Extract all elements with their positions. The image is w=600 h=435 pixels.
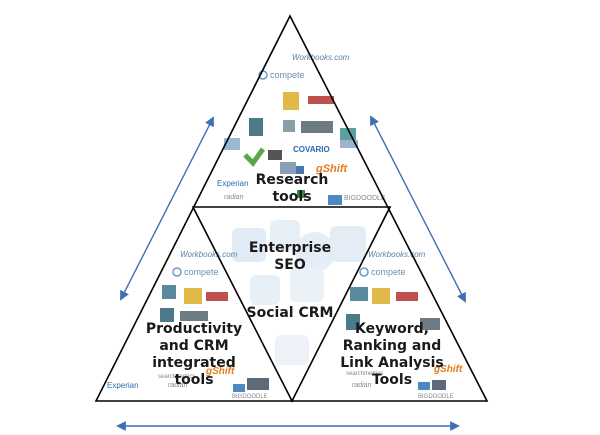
productivity-label-line4: tools (174, 372, 213, 388)
logo-searchmetrics-right: searchmetrics (346, 371, 383, 377)
inner-inverted-triangle (191, 206, 392, 403)
keyword-label-line1: Keyword, (355, 321, 429, 337)
top-logo-collage: Workbooks.com compete COVARIO gShift Exp… (217, 53, 386, 205)
faint-background-icons (232, 220, 366, 365)
enterprise-label-line1: Enterprise (249, 240, 331, 256)
productivity-label-line2: and CRM (159, 338, 228, 354)
logo-radian-right: radian (352, 382, 372, 389)
logo-workbooks-top: Workbooks.com (292, 53, 350, 62)
logo-compete-top: compete (270, 70, 305, 80)
logo-radian-top: radian (224, 194, 244, 201)
right-double-arrow (370, 115, 466, 303)
research-label-line1: Research (256, 172, 329, 188)
social-crm-label: Social CRM (247, 305, 334, 321)
logo-radian-left: radian (168, 382, 188, 389)
logo-experian-left: Experian (107, 381, 139, 390)
productivity-label-line3: integrated (152, 355, 236, 371)
logo-compete-left: compete (184, 267, 219, 277)
logo-bigdoodle-right: BIGDOODLE (418, 394, 454, 400)
logo-experian-top: Experian (217, 179, 249, 188)
logo-covario-top: COVARIO (293, 145, 330, 154)
left-double-arrow (120, 116, 214, 301)
logo-gshift-left: gShift (205, 366, 235, 377)
keyword-label-line3: Link Analysis (340, 355, 444, 371)
logo-bigdoodle-left: BIGDOODLE (232, 394, 268, 400)
keyword-label-line2: Ranking and (343, 338, 442, 354)
logo-workbooks-right: Workbooks.com (368, 250, 426, 259)
logo-gshift-top: gShift (315, 163, 348, 175)
logo-bigdoodle-top: BIGDOODLE (344, 195, 386, 202)
keyword-label-line4: Tools (372, 372, 412, 388)
enterprise-label-line2: SEO (274, 257, 306, 273)
section-labels: Research tools Enterprise SEO Social CRM… (146, 172, 444, 388)
productivity-label-line1: Productivity (146, 321, 242, 337)
research-label-line2: tools (272, 189, 311, 205)
logo-workbooks-left: Workbooks.com (180, 250, 238, 259)
arrows (116, 115, 466, 431)
logo-compete-right: compete (371, 267, 406, 277)
logo-searchmetrics-left: searchmetrics (158, 374, 195, 380)
logo-gshift-right: gShift (433, 364, 463, 375)
